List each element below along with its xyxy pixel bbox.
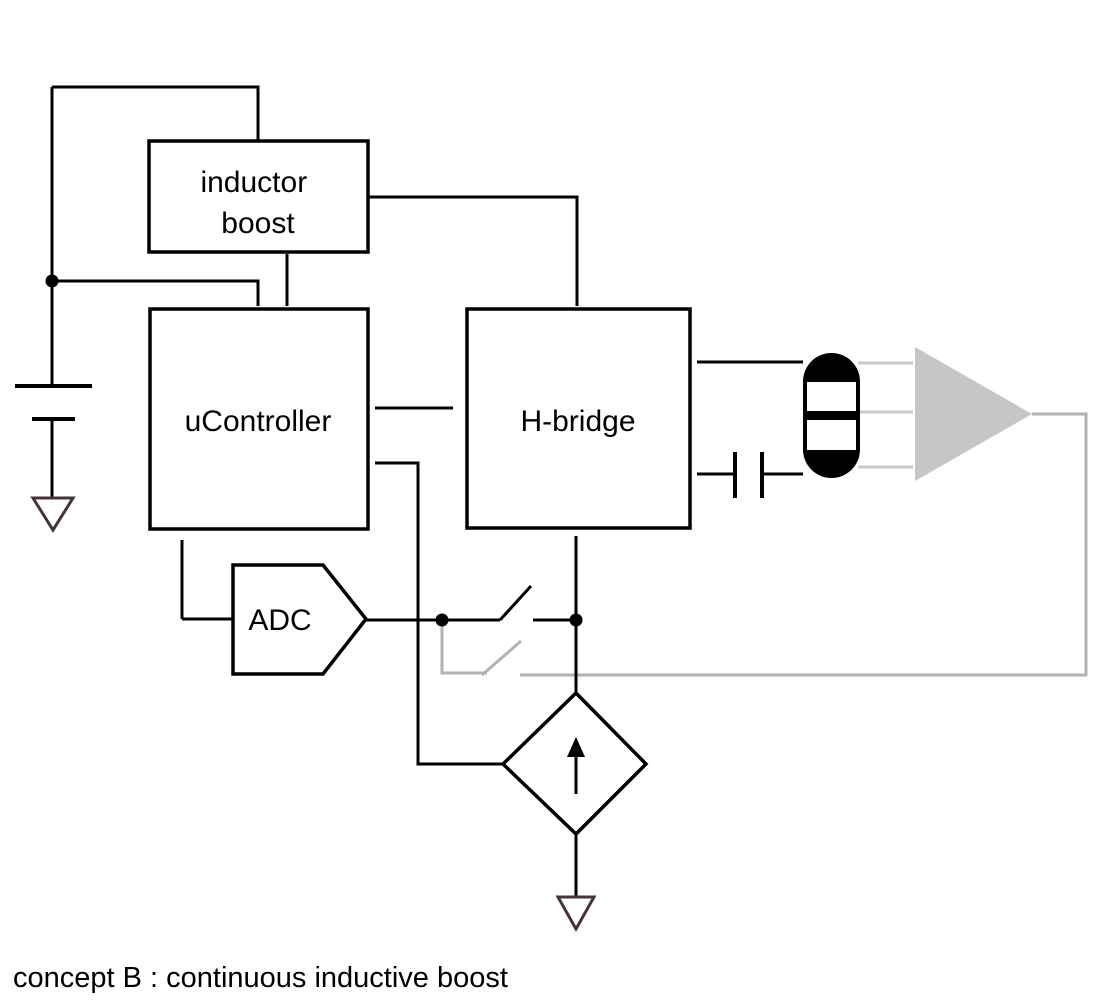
capacitor-icon xyxy=(697,452,803,498)
ground-triangle-left xyxy=(30,496,76,533)
lamp-amp-stubs xyxy=(858,361,913,469)
hbridge-label: H-bridge xyxy=(520,405,635,438)
amplifier-triangle-icon xyxy=(915,347,1032,481)
feedback-wire xyxy=(520,412,1088,677)
hbridge-block xyxy=(465,307,692,530)
junction-dot xyxy=(45,274,59,288)
switch-alternate-gray-icon xyxy=(440,624,522,677)
ucontroller-to-source-wire xyxy=(375,461,503,766)
feedback-wire-path xyxy=(520,412,1088,677)
flash-lamp-window-top xyxy=(807,382,856,411)
current-source-diamond-icon xyxy=(500,690,649,837)
adc-label: ADC xyxy=(248,604,311,637)
ucontroller-label: uController xyxy=(185,405,332,438)
inductor-boost-label: inductor boost xyxy=(200,166,315,240)
alt-switch-pole-wire xyxy=(440,624,487,675)
switch-blade xyxy=(498,584,533,622)
battery-icon xyxy=(15,384,92,497)
flash-lamp-window-bottom xyxy=(807,420,856,450)
boost-to-hbridge-wire xyxy=(368,195,579,306)
ground-triangle-bottom xyxy=(555,895,597,933)
supply-top-wire xyxy=(52,85,260,140)
ground-icon xyxy=(30,496,76,533)
adc-block xyxy=(231,563,369,676)
caption: concept B : continuous inductive boost xyxy=(13,962,508,994)
alt-switch-blade xyxy=(481,639,522,677)
ucontroller-block xyxy=(148,307,370,531)
switch-open-icon xyxy=(435,584,583,627)
supply-tap-wire xyxy=(52,279,260,306)
inductor-boost-block xyxy=(147,139,370,254)
flash-lamp-body xyxy=(803,353,860,478)
flash-lamp-icon xyxy=(803,353,860,478)
current-arrow-head xyxy=(567,737,585,757)
supply-wires xyxy=(45,85,260,386)
